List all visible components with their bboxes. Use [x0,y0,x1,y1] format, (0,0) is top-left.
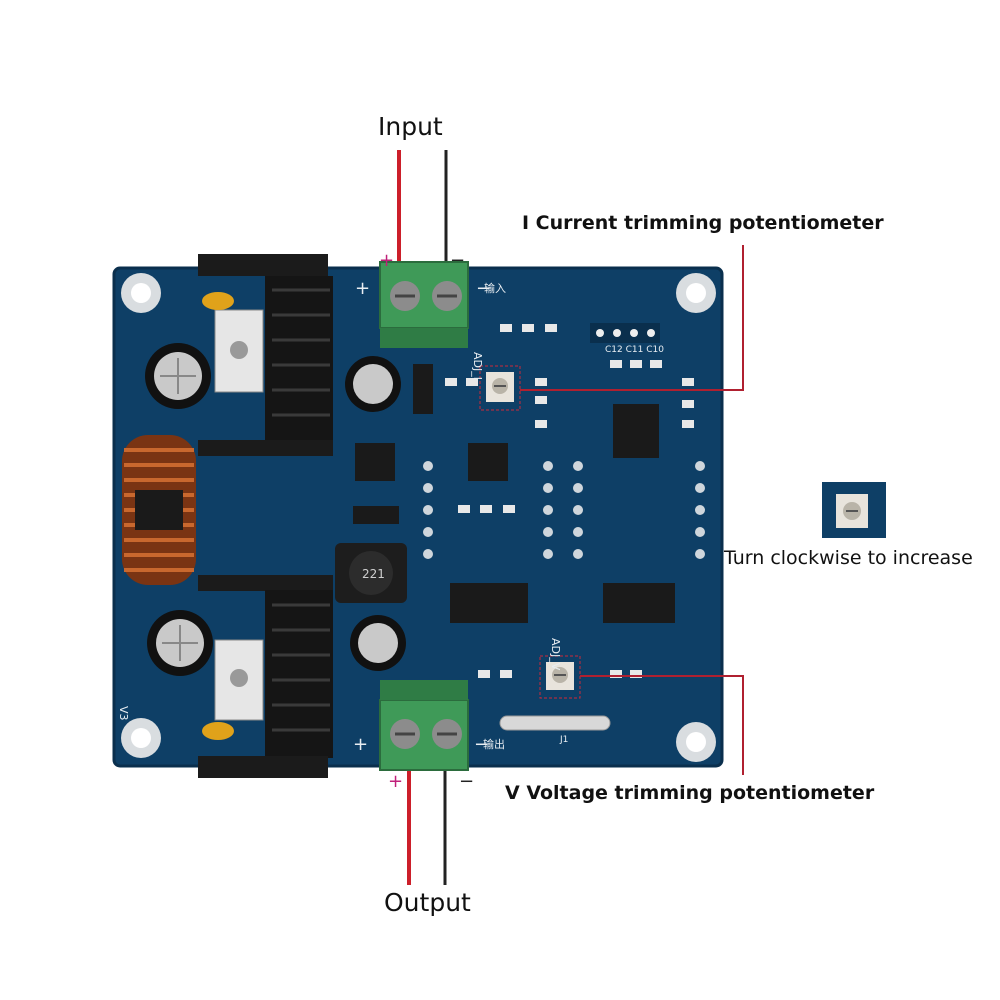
capacitor-c3 [147,610,213,676]
output-plus-marker: + [388,771,403,792]
silk-plus-output: + [353,734,368,755]
potentiometer-closeup-inset [822,482,886,538]
header-pins [590,323,660,343]
silk-inductor-value: 221 [362,567,385,581]
silk-plus-input: + [355,278,370,299]
smd-inductor [335,543,407,603]
jumper-j1 [499,715,611,731]
output-minus-marker: − [459,771,474,792]
voltage-pot-leader-line [580,675,744,775]
mounting-hole-bottom-left [121,718,161,758]
voltage-pot-label: V Voltage trimming potentiometer [505,782,875,804]
input-minus-marker: − [450,250,465,271]
smd-components [445,324,694,678]
ic-u2 [355,443,395,481]
ic-u6 [468,443,508,481]
silk-input-cn: 输入 [484,281,506,295]
input-plus-marker: + [379,250,394,271]
input-terminal-block [379,261,469,348]
regulator-top [214,309,264,393]
silk-output-cn: 输出 [483,737,505,751]
mounting-hole-bottom-right [676,722,716,762]
mounting-hole-top-left [121,273,161,313]
ic-u4 [450,583,528,623]
heatsink-bottom [198,575,333,778]
heatsink-top [198,254,333,456]
silk-minus-input: − [476,278,491,299]
mounting-hole-top-right [676,273,716,313]
current-trim-potentiometer[interactable] [479,365,521,411]
current-pot-leader-line [520,245,744,391]
silk-minus-output: − [474,734,489,755]
ceramic-capacitor-c2 [202,292,234,310]
output-label: Output [384,888,471,917]
ceramic-capacitor-c4 [202,722,234,740]
capacitor-c1 [145,343,211,409]
diode-d [353,506,399,524]
silk-adj-i: ADJ_I [471,352,484,380]
output-terminal-block [379,680,469,771]
turn-hint-label: Turn clockwise to increase [724,547,973,569]
ic-u3 [613,404,659,458]
silk-caps-top: C12 C11 C10 [605,345,664,355]
diode-d1 [413,364,433,414]
capacitor-mid-top [345,356,401,412]
silk-v3: V3 [117,706,130,721]
input-label: Input [378,112,443,141]
ic-u5 [603,583,675,623]
vias [423,461,705,559]
current-pot-label: I Current trimming potentiometer [522,212,884,234]
toroid-inductor [122,435,196,585]
capacitor-mid-bottom [350,615,406,671]
silk-j1: J1 [559,735,568,745]
silk-adj-v: ADJ_V [549,638,562,671]
regulator-bottom [214,639,264,721]
